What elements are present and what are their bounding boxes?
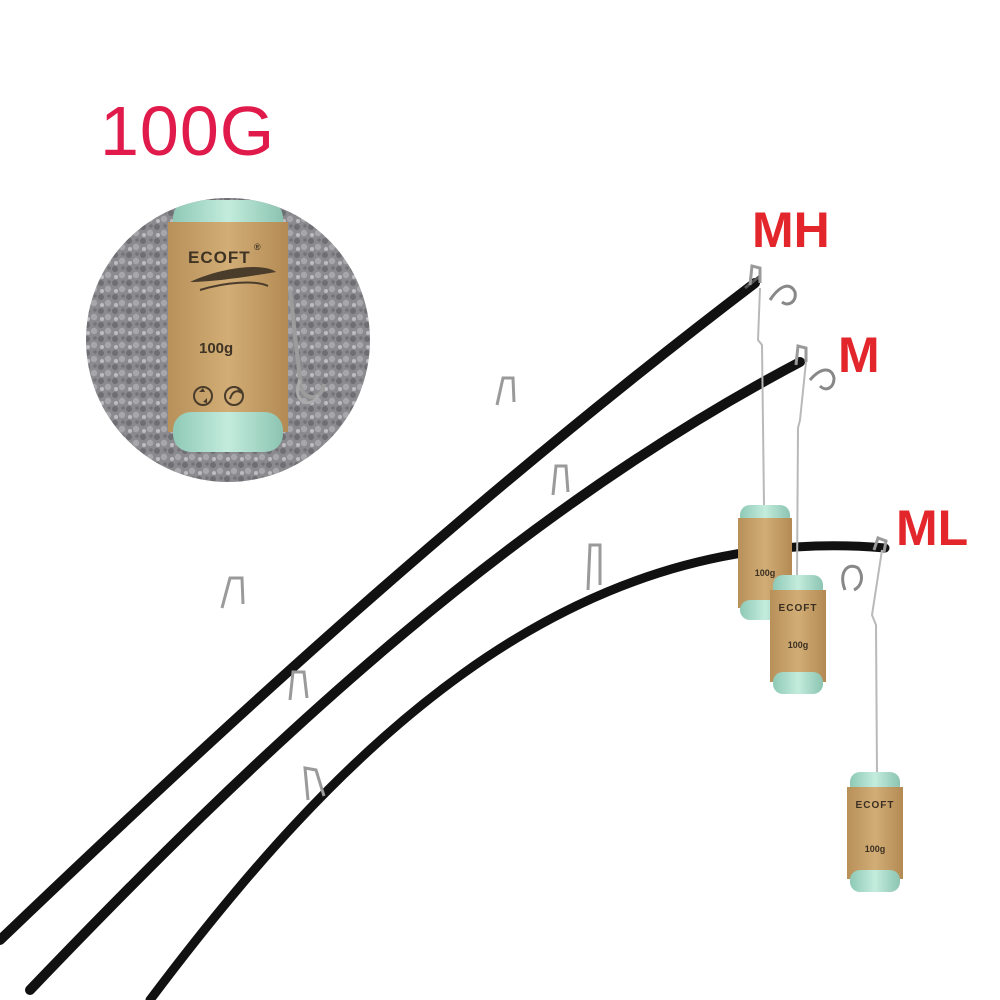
rod-guide bbox=[288, 344, 808, 701]
inset-weight-label: 100g bbox=[199, 340, 233, 357]
recycle-icon bbox=[193, 386, 213, 406]
weight-hanging-ml: ECOFT 100g bbox=[841, 549, 903, 892]
feather-logo-icon bbox=[190, 267, 276, 282]
treble-hook-icon bbox=[841, 564, 863, 592]
weight-brand: ECOFT bbox=[856, 800, 895, 811]
rod-guide bbox=[303, 536, 888, 801]
rod-guide bbox=[220, 264, 762, 609]
treble-hook-icon bbox=[808, 368, 836, 391]
rod-label-mh: MH bbox=[752, 202, 830, 258]
weight-label: 100g bbox=[755, 568, 776, 578]
weight-brand: ECOFT bbox=[779, 603, 818, 614]
inset-brand: ECOFT bbox=[188, 248, 251, 267]
arrow-circle-icon bbox=[224, 386, 244, 406]
rod-label-m: M bbox=[838, 327, 880, 383]
inset-registered-mark: ® bbox=[254, 242, 262, 252]
weight-title: 100G bbox=[100, 92, 276, 170]
rod-mh bbox=[0, 264, 762, 945]
weight-label: 100g bbox=[865, 844, 886, 854]
treble-hook-icon bbox=[288, 289, 326, 405]
weight-hanging-mh: 100g bbox=[738, 284, 797, 620]
weight-hanging-m: ECOFT 100g bbox=[770, 361, 836, 694]
treble-hook-icon bbox=[768, 284, 797, 306]
weight-label: 100g bbox=[788, 640, 809, 650]
inset-photo: ECOFT ® 100g bbox=[86, 198, 370, 482]
rod-m bbox=[25, 344, 808, 995]
rod-label-ml: ML bbox=[896, 500, 969, 556]
